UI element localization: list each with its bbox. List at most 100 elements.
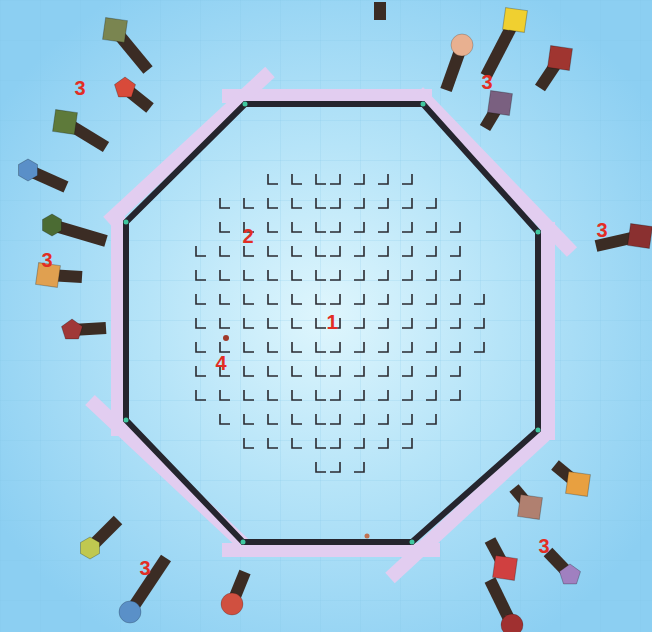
floor-marker — [316, 318, 326, 328]
floor-marker — [292, 222, 302, 232]
floor-marker — [330, 342, 340, 352]
floor-marker — [378, 342, 388, 352]
floor-marker — [220, 414, 230, 424]
floor-marker — [450, 390, 460, 400]
floor-marker — [316, 366, 326, 376]
floor-marker — [316, 174, 326, 184]
floor-marker — [268, 270, 278, 280]
floor-marker — [450, 366, 460, 376]
hexagon-object — [43, 214, 62, 236]
floor-marker — [196, 390, 206, 400]
arena-wall — [90, 72, 572, 578]
floor-marker — [426, 414, 436, 424]
floor-marker — [244, 246, 254, 256]
sphere-object — [451, 34, 473, 56]
cube-object — [628, 224, 652, 249]
callout-number: 3 — [74, 78, 85, 98]
floor-marker — [426, 198, 436, 208]
pillar — [374, 2, 386, 20]
cube-object — [493, 556, 518, 581]
pentagon-object — [62, 319, 83, 339]
callout-number: 4 — [215, 353, 226, 373]
floor-marker — [474, 318, 484, 328]
floor-marker — [220, 318, 230, 328]
floor-marker — [378, 318, 388, 328]
floor-marker — [196, 294, 206, 304]
floor-marker — [474, 294, 484, 304]
floor-marker — [426, 222, 436, 232]
floor-marker — [268, 174, 278, 184]
floor-marker — [196, 318, 206, 328]
hexagon-object — [19, 159, 38, 181]
floor-marker — [244, 414, 254, 424]
floor-marker — [402, 174, 412, 184]
floor-marker — [316, 198, 326, 208]
floor-marker — [450, 270, 460, 280]
floor-marker — [196, 366, 206, 376]
callout-number: 3 — [139, 558, 150, 578]
cube-object — [503, 8, 528, 33]
pentagon-object — [115, 77, 136, 97]
floor-marker — [402, 366, 412, 376]
floor-marker — [196, 342, 206, 352]
floor-marker — [354, 318, 364, 328]
cube-object — [548, 46, 573, 71]
floor-marker — [426, 366, 436, 376]
floor-marker — [450, 294, 460, 304]
floor-marker — [292, 414, 302, 424]
callout-number: 3 — [538, 536, 549, 556]
floor-marker — [378, 246, 388, 256]
floor-marker — [402, 342, 412, 352]
floor-marker — [426, 318, 436, 328]
floor-marker — [244, 342, 254, 352]
callout-number: 3 — [41, 250, 52, 270]
floor-marker — [450, 222, 460, 232]
floor-marker — [220, 390, 230, 400]
hexagon-object — [81, 537, 100, 559]
floor-marker — [330, 270, 340, 280]
floor-marker — [220, 222, 230, 232]
floor-marker — [378, 390, 388, 400]
floor-marker — [196, 246, 206, 256]
floor-marker — [244, 294, 254, 304]
floor-marker — [402, 390, 412, 400]
floor-marker — [244, 438, 254, 448]
floor-marker — [244, 198, 254, 208]
floor-marker — [316, 222, 326, 232]
sphere-object — [119, 601, 141, 623]
floor-marker — [292, 174, 302, 184]
floor-marker — [450, 246, 460, 256]
floor-marker — [330, 222, 340, 232]
floor-marker — [402, 438, 412, 448]
cube-object — [103, 18, 128, 43]
floor-marker — [316, 342, 326, 352]
floor-marker — [378, 222, 388, 232]
floor-marker — [268, 294, 278, 304]
floor-marker — [292, 390, 302, 400]
floor-marker — [426, 342, 436, 352]
cube-object — [488, 91, 513, 116]
floor-marker — [378, 198, 388, 208]
floor-marker — [354, 222, 364, 232]
floor-marker — [426, 294, 436, 304]
floor-marker — [330, 414, 340, 424]
cube-object — [53, 110, 78, 135]
floor-marker — [220, 270, 230, 280]
floor-marker — [268, 342, 278, 352]
floor-marker — [330, 198, 340, 208]
floor-marker — [292, 246, 302, 256]
floor-marker — [426, 270, 436, 280]
floor-marker — [292, 438, 302, 448]
floor-marker — [330, 390, 340, 400]
floor-marker — [354, 462, 364, 472]
floor-marker — [354, 438, 364, 448]
floor-marker — [378, 270, 388, 280]
pillar-objects — [19, 2, 652, 632]
floor-marker — [268, 246, 278, 256]
floor-marker — [292, 270, 302, 280]
floor-marker — [316, 462, 326, 472]
floor-marker — [220, 246, 230, 256]
cube-object — [518, 495, 543, 520]
